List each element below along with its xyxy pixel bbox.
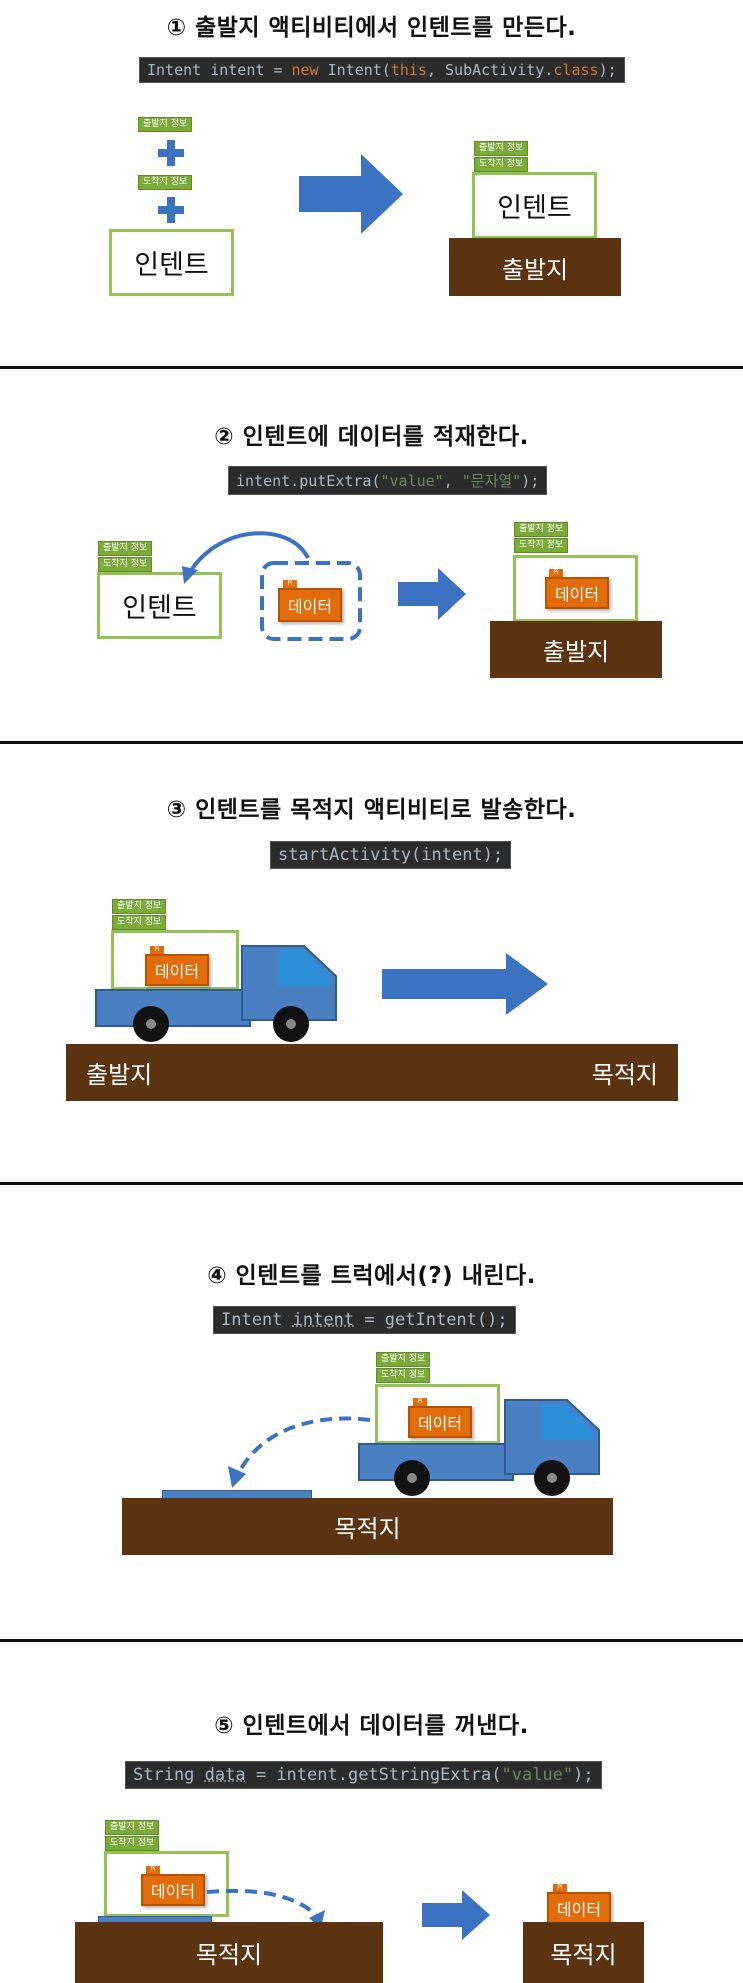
truck-icon bbox=[358, 1399, 600, 1496]
data-tab: Pi bbox=[150, 946, 164, 954]
step3-title: ③ 인텐트를 목적지 액티비티로 발송한다. bbox=[166, 797, 577, 823]
data-tab: Pi bbox=[146, 1866, 160, 1874]
destination-base: 목적지 bbox=[122, 1498, 613, 1555]
step1-title: ① 출발지 액티비티에서 인텐트를 만든다. bbox=[166, 15, 577, 41]
origin-info-tag: 출발지 정보 bbox=[105, 1820, 160, 1835]
section-divider bbox=[0, 1182, 743, 1185]
step5-code: String data = intent.getStringExtra("val… bbox=[125, 1761, 602, 1789]
section-divider bbox=[0, 741, 743, 744]
destination-info-tag: 도착지 정보 bbox=[474, 157, 529, 172]
curved-arrow-icon bbox=[182, 531, 310, 584]
data-box: 데이터 bbox=[145, 954, 209, 986]
intent-box: 인텐트 bbox=[472, 172, 597, 239]
right-arrow-icon bbox=[422, 1890, 490, 1940]
step4-title: ④ 인텐트를 트럭에서(?) 내린다. bbox=[207, 1263, 536, 1289]
destination-base: 목적지 bbox=[523, 1922, 644, 1983]
data-box: 데이터 bbox=[408, 1406, 472, 1438]
origin-base: 출발지 bbox=[490, 621, 662, 678]
step4-code: Intent intent = getIntent(); bbox=[213, 1306, 516, 1334]
step2-code: intent.putExtra("value", "문자열"); bbox=[228, 466, 548, 495]
destination-info-tag: 도착지 정보 bbox=[514, 538, 569, 553]
destination-info-tag: 도착지 정보 bbox=[98, 557, 153, 572]
destination-info-tag: 도착지 정보 bbox=[112, 915, 167, 930]
destination-base: 목적지 bbox=[75, 1922, 383, 1983]
right-arrow-icon bbox=[299, 154, 403, 234]
data-tab: Pi bbox=[283, 580, 297, 588]
right-arrow-icon bbox=[398, 568, 466, 620]
origin-info-tag: 출발지 정보 bbox=[112, 899, 167, 914]
step2-title: ② 인텐트에 데이터를 적재한다. bbox=[214, 424, 529, 450]
data-box: 데이터 bbox=[547, 1892, 611, 1924]
data-box: 데이터 bbox=[545, 577, 609, 609]
section-divider bbox=[0, 366, 743, 369]
plus-icon bbox=[158, 197, 184, 223]
data-selection-frame bbox=[260, 561, 362, 641]
destination-info-tag: 도착지 정보 bbox=[138, 175, 193, 190]
origin-base: 출발지 bbox=[449, 238, 621, 296]
intent-box: 인텐트 bbox=[97, 572, 222, 639]
data-box: 데이터 bbox=[278, 588, 342, 622]
destination-info-tag: 도착지 정보 bbox=[105, 1836, 160, 1851]
section-divider bbox=[0, 1639, 743, 1642]
data-box: 데이터 bbox=[141, 1874, 205, 1906]
data-tab: Pi bbox=[413, 1398, 427, 1406]
destination-info-tag: 도착지 정보 bbox=[376, 1368, 431, 1383]
data-tab: Pi bbox=[549, 569, 563, 577]
destination-label: 목적지 bbox=[591, 1061, 658, 1089]
origin-info-tag: 출발지 정보 bbox=[376, 1352, 431, 1367]
data-tab: Pi bbox=[553, 1884, 567, 1892]
origin-info-tag: 출발지 정보 bbox=[514, 522, 569, 537]
step1-code: Intent intent = new Intent(this, SubActi… bbox=[139, 57, 625, 83]
plus-icon bbox=[158, 140, 184, 166]
intent-box: 인텐트 bbox=[109, 229, 234, 296]
right-arrow-icon bbox=[382, 953, 548, 1015]
origin-label: 출발지 bbox=[86, 1061, 153, 1089]
curved-dashed-arrow-icon bbox=[228, 1416, 371, 1488]
origin-info-tag: 출발지 정보 bbox=[98, 541, 153, 556]
truck-icon bbox=[95, 945, 337, 1042]
origin-info-tag: 출발지 정보 bbox=[138, 117, 193, 132]
ground: 출발지 목적지 bbox=[66, 1044, 678, 1101]
origin-info-tag: 출발지 정보 bbox=[474, 141, 529, 156]
step3-code: startActivity(intent); bbox=[270, 841, 512, 869]
step5-title: ⑤ 인텐트에서 데이터를 꺼낸다. bbox=[214, 1713, 529, 1739]
